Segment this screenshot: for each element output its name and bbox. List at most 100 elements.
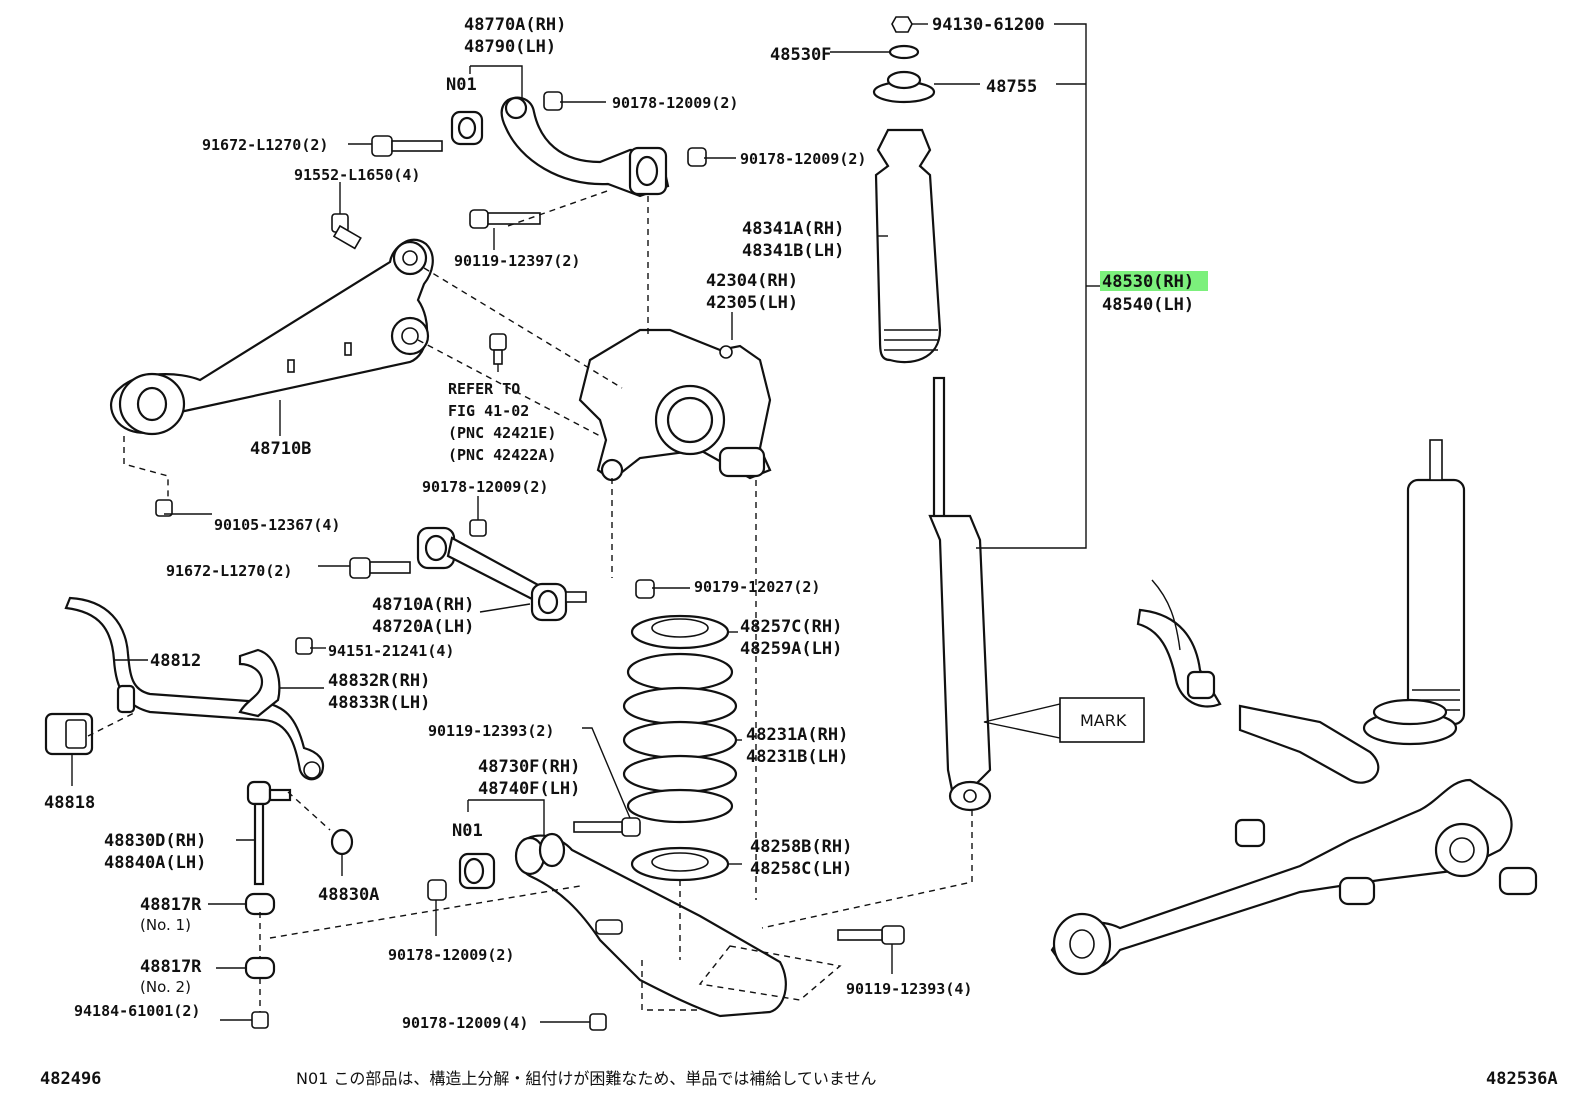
label-48817r-1[interactable]: 48817R <box>140 895 202 915</box>
bolt-90105[interactable] <box>155 499 173 517</box>
label-90178-b[interactable]: 90178-12009(2) <box>740 150 866 168</box>
trailing-arm-48710b[interactable] <box>110 238 434 436</box>
label-48833r[interactable]: 48833R(LH) <box>328 693 430 713</box>
bolt-91552[interactable] <box>331 213 362 250</box>
assembled-view <box>1050 439 1538 976</box>
shock-absorber-48530[interactable] <box>928 376 992 812</box>
footer: 482496 N01 この部品は、構造上分解・組付けが困難なため、単品では補給し… <box>40 1069 1558 1089</box>
bolt-90119-12397[interactable] <box>469 209 541 229</box>
stabilizer-bar-48812[interactable] <box>64 596 325 781</box>
lower-arm-48730f[interactable] <box>514 832 787 1018</box>
nut-90178-b[interactable] <box>687 147 707 167</box>
label-48530f[interactable]: 48530F <box>770 45 831 65</box>
label-48818[interactable]: 48818 <box>44 793 95 813</box>
bolt-90119-12393-a[interactable] <box>573 817 641 837</box>
label-no2: (No. 2) <box>140 978 191 996</box>
bolt-refer-fig-41-02[interactable] <box>489 333 507 365</box>
part-labels: 48770A(RH) 48790(LH) N01 90178-12009(2) … <box>44 15 1208 1032</box>
label-94184[interactable]: 94184-61001(2) <box>74 1002 200 1020</box>
nut-94184[interactable] <box>251 1011 269 1029</box>
footer-left-code: 482496 <box>40 1069 101 1089</box>
label-48530-highlighted[interactable]: 48530(RH) <box>1102 272 1194 292</box>
label-91552[interactable]: 91552-L1650(4) <box>294 166 420 184</box>
label-48830a[interactable]: 48830A <box>318 885 379 905</box>
coil-spring-48231a[interactable] <box>622 652 738 824</box>
bracket-48832r[interactable] <box>238 648 281 718</box>
label-refer-3[interactable]: (PNC 42421E) <box>448 424 556 442</box>
label-48730f[interactable]: 48730F(RH) <box>478 757 580 777</box>
label-48258c[interactable]: 48258C(LH) <box>750 859 852 879</box>
highlight-48530 <box>1100 271 1208 291</box>
upper-support-48755[interactable] <box>872 70 936 104</box>
footer-note: N01 この部品は、構造上分解・組付けが困難なため、単品では補給していません <box>296 1069 876 1088</box>
knuckle-42304[interactable] <box>578 328 772 482</box>
label-48770a[interactable]: 48770A(RH) <box>464 15 566 35</box>
label-90178-e[interactable]: 90178-12009(4) <box>402 1014 528 1032</box>
label-90178-a[interactable]: 90178-12009(2) <box>612 94 738 112</box>
label-48840a[interactable]: 48840A(LH) <box>104 853 206 873</box>
nut-94130[interactable] <box>891 16 913 33</box>
spring-insulator-48258b[interactable] <box>630 846 730 882</box>
label-48341b[interactable]: 48341B(LH) <box>742 241 844 261</box>
label-48258b[interactable]: 48258B(RH) <box>750 837 852 857</box>
bushing-n01-bottom[interactable] <box>458 852 496 890</box>
label-48830d[interactable]: 48830D(RH) <box>104 831 206 851</box>
footer-right-code: 482536A <box>1486 1069 1558 1089</box>
label-90119-c[interactable]: 90119-12393(4) <box>846 980 972 998</box>
label-48710a[interactable]: 48710A(RH) <box>372 595 474 615</box>
cushion-48817r-no2[interactable] <box>244 956 276 980</box>
nut-90178-d[interactable] <box>427 879 447 901</box>
label-48257c[interactable]: 48257C(RH) <box>740 617 842 637</box>
dust-cover-48341a[interactable] <box>874 128 942 364</box>
label-refer-4[interactable]: (PNC 42422A) <box>448 446 556 464</box>
nut-90178-a[interactable] <box>543 91 563 111</box>
label-48720a[interactable]: 48720A(LH) <box>372 617 474 637</box>
bolt-91672-bottom[interactable] <box>349 557 411 579</box>
bushing-48818[interactable] <box>44 712 94 756</box>
lateral-link-48710a[interactable] <box>416 526 587 622</box>
label-48341a[interactable]: 48341A(RH) <box>742 219 844 239</box>
label-90178-c[interactable]: 90178-12009(2) <box>422 478 548 496</box>
stabilizer-link-48830d[interactable] <box>246 780 292 886</box>
label-48790[interactable]: 48790(LH) <box>464 37 556 57</box>
bushing-n01-top[interactable] <box>450 110 484 146</box>
label-refer-2: FIG 41-02 <box>448 402 529 420</box>
label-48817r-2[interactable]: 48817R <box>140 957 202 977</box>
label-48755[interactable]: 48755 <box>986 77 1037 97</box>
label-42304[interactable]: 42304(RH) <box>706 271 798 291</box>
label-48540[interactable]: 48540(LH) <box>1102 295 1194 315</box>
bolt-91672-top[interactable] <box>371 135 443 157</box>
label-90105[interactable]: 90105-12367(4) <box>214 516 340 534</box>
label-91672-b[interactable]: 91672-L1270(2) <box>166 562 292 580</box>
upper-control-arm-48770a[interactable] <box>500 96 670 198</box>
nut-90179[interactable] <box>635 579 655 599</box>
bolt-90119-12393-b[interactable] <box>837 925 905 945</box>
label-48231b[interactable]: 48231B(LH) <box>746 747 848 767</box>
label-48740f[interactable]: 48740F(LH) <box>478 779 580 799</box>
leader-lines <box>71 23 1145 1023</box>
label-90178-d[interactable]: 90178-12009(2) <box>388 946 514 964</box>
washer-48530f[interactable] <box>888 44 920 60</box>
nut-94151[interactable] <box>295 637 313 655</box>
bushing-48830a[interactable] <box>330 828 354 856</box>
label-94130[interactable]: 94130-61200 <box>932 15 1045 35</box>
cushion-48817r-no1[interactable] <box>244 892 276 916</box>
label-48259a[interactable]: 48259A(LH) <box>740 639 842 659</box>
label-no1: (No. 1) <box>140 916 191 934</box>
label-n01-bottom[interactable]: N01 <box>452 821 483 841</box>
spring-seat-48257c[interactable] <box>630 614 730 650</box>
label-91672-a[interactable]: 91672-L1270(2) <box>202 136 328 154</box>
label-n01-top[interactable]: N01 <box>446 75 477 95</box>
label-42305[interactable]: 42305(LH) <box>706 293 798 313</box>
label-90119-b[interactable]: 90119-12393(2) <box>428 722 554 740</box>
label-94151[interactable]: 94151-21241(4) <box>328 642 454 660</box>
label-48812[interactable]: 48812 <box>150 651 201 671</box>
label-48832r[interactable]: 48832R(RH) <box>328 671 430 691</box>
nut-90178-c[interactable] <box>469 519 487 537</box>
label-90119-a[interactable]: 90119-12397(2) <box>454 252 580 270</box>
label-48231a[interactable]: 48231A(RH) <box>746 725 848 745</box>
nut-90178-e[interactable] <box>589 1013 607 1031</box>
label-90179[interactable]: 90179-12027(2) <box>694 578 820 596</box>
label-48710b[interactable]: 48710B <box>250 439 311 459</box>
